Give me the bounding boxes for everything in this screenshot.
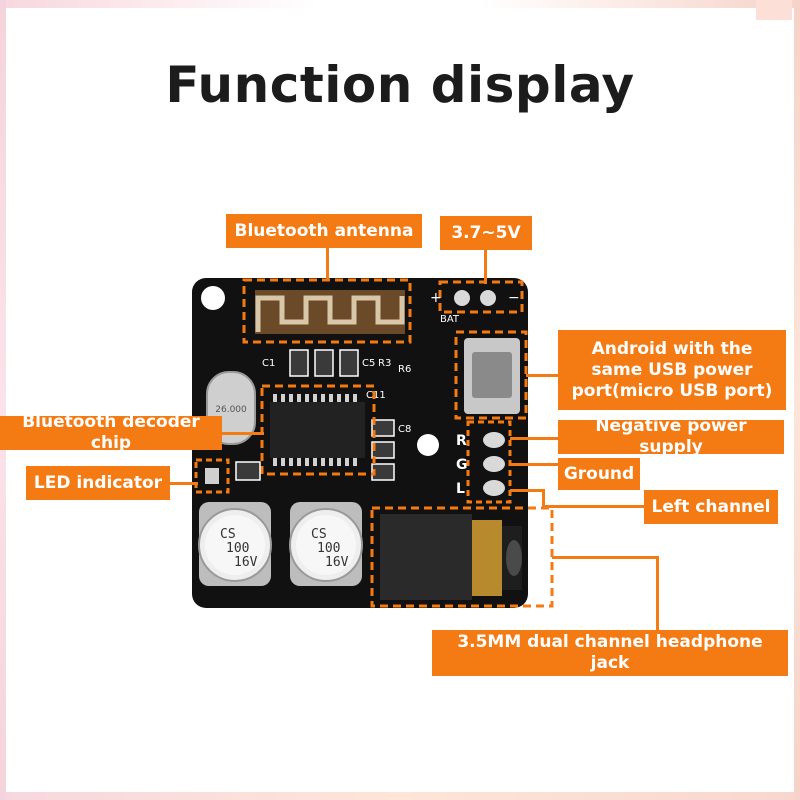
label-negative-power-supply-text: Negative power supply — [595, 416, 747, 457]
connector-left-channel-v — [542, 489, 545, 507]
r3-marking: R3 — [378, 358, 391, 369]
chip-highlight-box — [260, 384, 376, 476]
pin-l-marking: L — [456, 481, 465, 497]
c8-marking: C8 — [398, 424, 411, 435]
antenna-highlight-box — [242, 278, 412, 344]
capacitor-left-top — [205, 515, 265, 575]
headphone-jack-body — [380, 514, 472, 600]
connector-left-channel-h — [510, 489, 544, 492]
label-headphone-jack: 3.5MM dual channel headphone jack — [432, 630, 788, 676]
label-voltage-text: 3.7~5V — [451, 222, 521, 243]
pad-r — [483, 432, 505, 448]
smd-c10 — [371, 463, 395, 481]
led-highlight-box — [194, 458, 230, 494]
battery-pad-negative — [480, 290, 496, 306]
pin-g-marking: G — [456, 457, 468, 473]
cap-left-marking-2: 100 — [226, 541, 249, 556]
connector-antenna — [326, 244, 329, 280]
frame-bottom-border — [0, 792, 800, 800]
connector-usb — [526, 374, 560, 377]
cap-right-marking-3: 16V — [325, 555, 349, 570]
led-resistor — [235, 461, 261, 481]
antenna-trace — [255, 295, 405, 332]
battery-highlight-box — [438, 280, 524, 314]
label-led-indicator-text: LED indicator — [33, 472, 163, 493]
crystal-marking: 26.000 — [215, 405, 247, 415]
smd-c1 — [289, 349, 309, 377]
pad-l — [483, 480, 505, 496]
decoder-chip — [270, 402, 365, 458]
c11-marking: C11 — [366, 390, 386, 401]
c5-marking: C5 — [362, 358, 375, 369]
chip-pins-bottom — [273, 458, 357, 466]
smd-c5 — [314, 349, 334, 377]
cap-right-marking-1: CS — [311, 527, 327, 542]
label-bluetooth-decoder-chip-text: Bluetooth decoder chip — [22, 412, 200, 453]
label-headphone-jack-text: 3.5MM dual channel headphone jack — [457, 632, 763, 673]
chip-pins-top — [273, 394, 357, 402]
cap-left-marking-3: 16V — [234, 555, 258, 570]
headphone-jack-shield — [472, 520, 502, 596]
cap-left-marking-1: CS — [220, 527, 236, 542]
cap-right-marking-2: 100 — [317, 541, 340, 556]
corner-decoration — [756, 0, 792, 20]
label-led-indicator: LED indicator — [26, 466, 170, 500]
pad-g — [483, 456, 505, 472]
r6-marking: R6 — [398, 364, 411, 375]
label-left-channel: Left channel — [644, 490, 778, 524]
label-bluetooth-antenna-text: Bluetooth antenna — [234, 220, 414, 241]
minus-marking: − — [508, 290, 520, 306]
label-usb-port-text: Android with the same USB power port(mic… — [571, 338, 773, 401]
micro-usb-opening — [472, 352, 512, 398]
label-bluetooth-decoder-chip: Bluetooth decoder chip — [0, 412, 222, 453]
headphone-jack-socket — [506, 540, 522, 576]
capacitor-right-top — [296, 515, 356, 575]
audio-pads-highlight-box — [466, 420, 512, 504]
mounting-hole-center — [417, 434, 439, 456]
connector-jack-h — [552, 556, 658, 559]
connector-led — [168, 482, 198, 485]
label-bluetooth-antenna: Bluetooth antenna — [226, 214, 422, 248]
pin-r-marking: R — [456, 433, 467, 449]
led-component — [205, 468, 219, 484]
frame-left-border — [0, 0, 6, 800]
label-usb-port: Android with the same USB power port(mic… — [558, 330, 786, 410]
smd-c9 — [371, 441, 395, 459]
frame-right-border — [794, 0, 800, 800]
connector-ground — [510, 463, 558, 466]
connector-jack-v — [656, 556, 659, 632]
connector-chip — [220, 432, 264, 435]
smd-c8 — [371, 419, 395, 437]
label-negative-power-supply: Negative power supply — [558, 416, 784, 457]
label-ground-text: Ground — [563, 463, 635, 484]
battery-pad-positive — [454, 290, 470, 306]
connector-voltage — [484, 250, 487, 284]
connector-negative — [510, 437, 558, 440]
bat-marking: BAT — [440, 314, 460, 325]
frame-top-border — [0, 0, 800, 8]
label-voltage: 3.7~5V — [440, 216, 532, 250]
page-title: Function display — [165, 56, 635, 114]
plus-marking: + — [430, 290, 442, 306]
connector-left-channel-h2 — [542, 505, 646, 508]
smd-r3 — [339, 349, 359, 377]
label-ground: Ground — [558, 458, 640, 490]
c1-marking: C1 — [262, 358, 275, 369]
mounting-hole-top-left — [201, 286, 225, 310]
label-left-channel-text: Left channel — [651, 496, 771, 517]
